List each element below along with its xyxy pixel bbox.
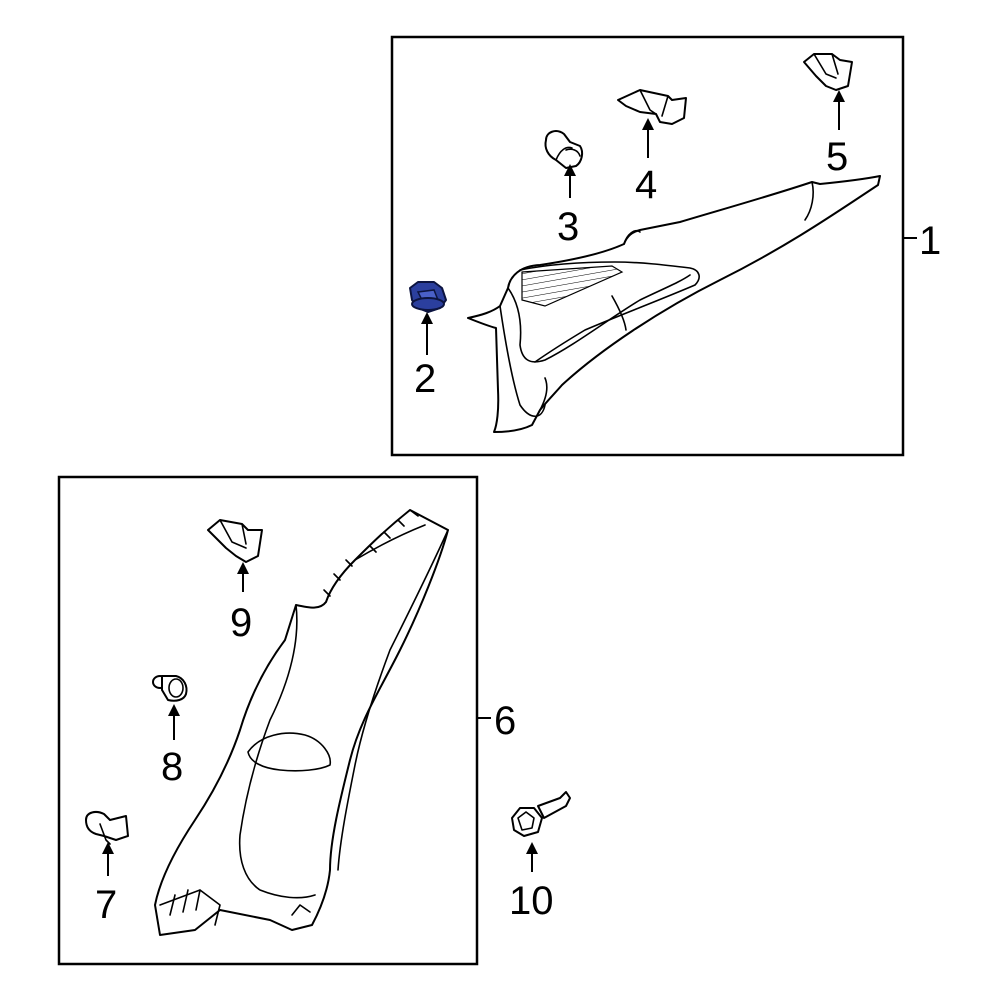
callout-2: 2	[414, 357, 436, 401]
callout-4: 4	[635, 163, 657, 207]
upper-trim-panel[interactable]	[467, 175, 881, 433]
grommet-part-8[interactable]	[152, 675, 188, 702]
bolt-part-10[interactable]	[511, 791, 571, 837]
callout-3: 3	[557, 205, 579, 249]
callout-9: 9	[230, 601, 252, 645]
callout-5: 5	[826, 135, 848, 179]
callout-10: 10	[509, 879, 554, 923]
leader-lines	[102, 90, 917, 876]
clip-part-7[interactable]	[85, 811, 129, 845]
clip-part-2-highlighted[interactable]	[409, 281, 447, 313]
lower-pillar-trim[interactable]	[154, 509, 449, 936]
callout-7: 7	[95, 883, 117, 927]
callout-6: 6	[494, 699, 516, 743]
retainer-clip-part-4[interactable]	[617, 89, 687, 125]
retainer-clip-part-5[interactable]	[803, 53, 853, 91]
push-pin-part-3[interactable]	[544, 130, 584, 169]
callout-1: 1	[919, 219, 941, 263]
retainer-clip-part-9[interactable]	[207, 519, 263, 563]
callout-8: 8	[161, 745, 183, 789]
